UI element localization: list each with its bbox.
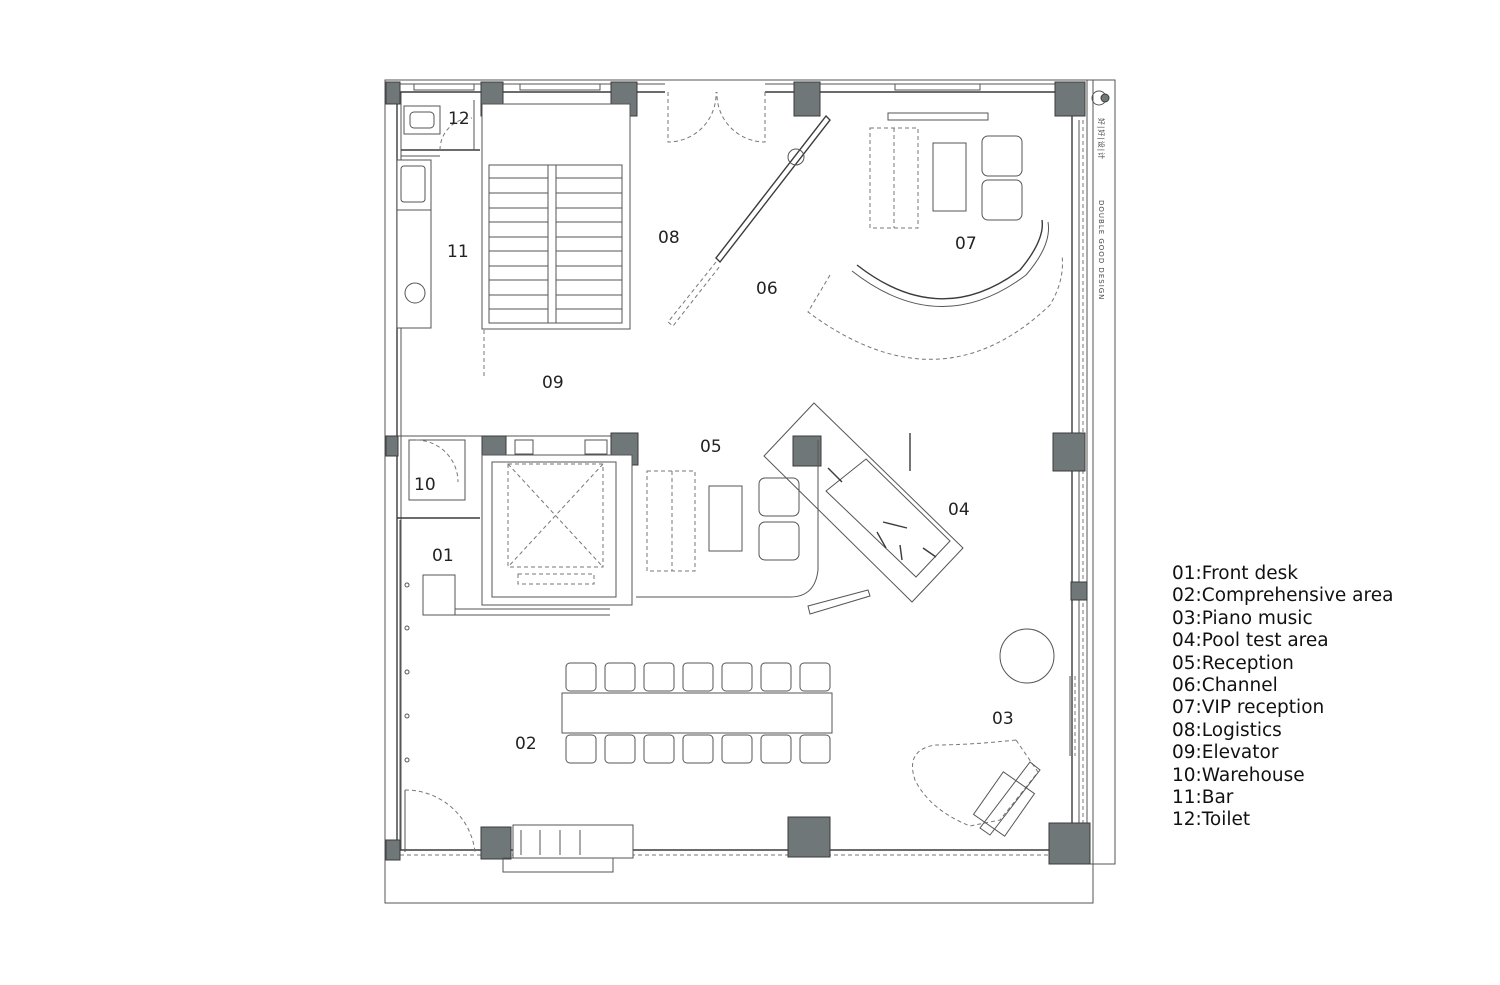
legend-item-warehouse: 10:Warehouse <box>1172 764 1305 786</box>
conference-chair <box>643 662 675 692</box>
legend-item-piano-music: 03:Piano music <box>1172 607 1313 629</box>
brand-strip <box>1086 79 1116 865</box>
room-legend: 01:Front desk 02:Comprehensive area 03:P… <box>1172 563 1472 832</box>
conference-chair <box>721 734 753 764</box>
brand-name-en: DOUBLE GOOD DESIGN <box>1097 200 1105 300</box>
bar-counter <box>396 159 432 329</box>
legend-item-vip-reception: 07:VIP reception <box>1172 697 1325 719</box>
room-label-07: 07 <box>955 234 977 254</box>
room-labels: 01 02 03 04 05 06 07 08 09 10 11 12 <box>414 109 1014 754</box>
conference-chair <box>721 662 753 692</box>
brand-name-cn: 好|好|设|计 <box>1097 118 1106 160</box>
brand-logo: 好|好|设|计 DOUBLE GOOD DESIGN <box>1091 90 1110 300</box>
warehouse-room <box>397 439 480 519</box>
entrance-area <box>404 789 634 873</box>
reception-lounge <box>636 440 819 598</box>
conference-chair <box>565 734 597 764</box>
conference-chair <box>643 734 675 764</box>
room-label-04: 04 <box>948 500 970 520</box>
conference-chair <box>682 662 714 692</box>
outer-boundary <box>384 79 1094 904</box>
legend-item-front-desk: 01:Front desk <box>1172 563 1298 584</box>
conference-chair <box>799 734 831 764</box>
room-label-02: 02 <box>515 734 537 754</box>
toilet-room <box>401 100 480 157</box>
room-label-09: 09 <box>542 373 564 393</box>
staircase <box>481 103 631 378</box>
legend-item-comprehensive-area: 02:Comprehensive area <box>1172 585 1394 607</box>
conference-table <box>561 662 833 764</box>
conference-chair <box>604 662 636 692</box>
conference-chair <box>565 662 597 692</box>
legend-item-elevator: 09:Elevator <box>1172 742 1279 764</box>
channel-partition <box>667 114 831 327</box>
grand-piano <box>912 628 1076 837</box>
room-label-03: 03 <box>992 709 1014 729</box>
legend-item-channel: 06:Channel <box>1172 675 1278 697</box>
front-desk <box>399 520 610 840</box>
legend-item-pool-test-area: 04:Pool test area <box>1172 630 1329 652</box>
legend-item-bar: 11:Bar <box>1172 787 1234 809</box>
room-label-08: 08 <box>658 228 680 248</box>
conference-chair <box>760 734 792 764</box>
vip-sofa <box>869 112 1023 229</box>
pool-table <box>763 402 964 615</box>
room-label-06: 06 <box>756 279 778 299</box>
conference-chair <box>604 734 636 764</box>
room-label-01: 01 <box>432 546 454 566</box>
room-label-11: 11 <box>447 242 469 262</box>
room-label-10: 10 <box>414 475 436 495</box>
room-label-12: 12 <box>448 109 470 129</box>
legend-item-toilet: 12:Toilet <box>1172 809 1251 831</box>
room-label-05: 05 <box>700 437 722 457</box>
conference-chair <box>799 662 831 692</box>
legend-item-reception: 05:Reception <box>1172 652 1294 674</box>
legend-item-logistics: 08:Logistics <box>1172 719 1282 741</box>
top-windows <box>413 83 981 91</box>
curved-counter <box>807 219 1063 360</box>
conference-chair <box>682 734 714 764</box>
top-double-door <box>667 91 766 143</box>
conference-chair <box>760 662 792 692</box>
elevator-shaft <box>481 439 633 606</box>
